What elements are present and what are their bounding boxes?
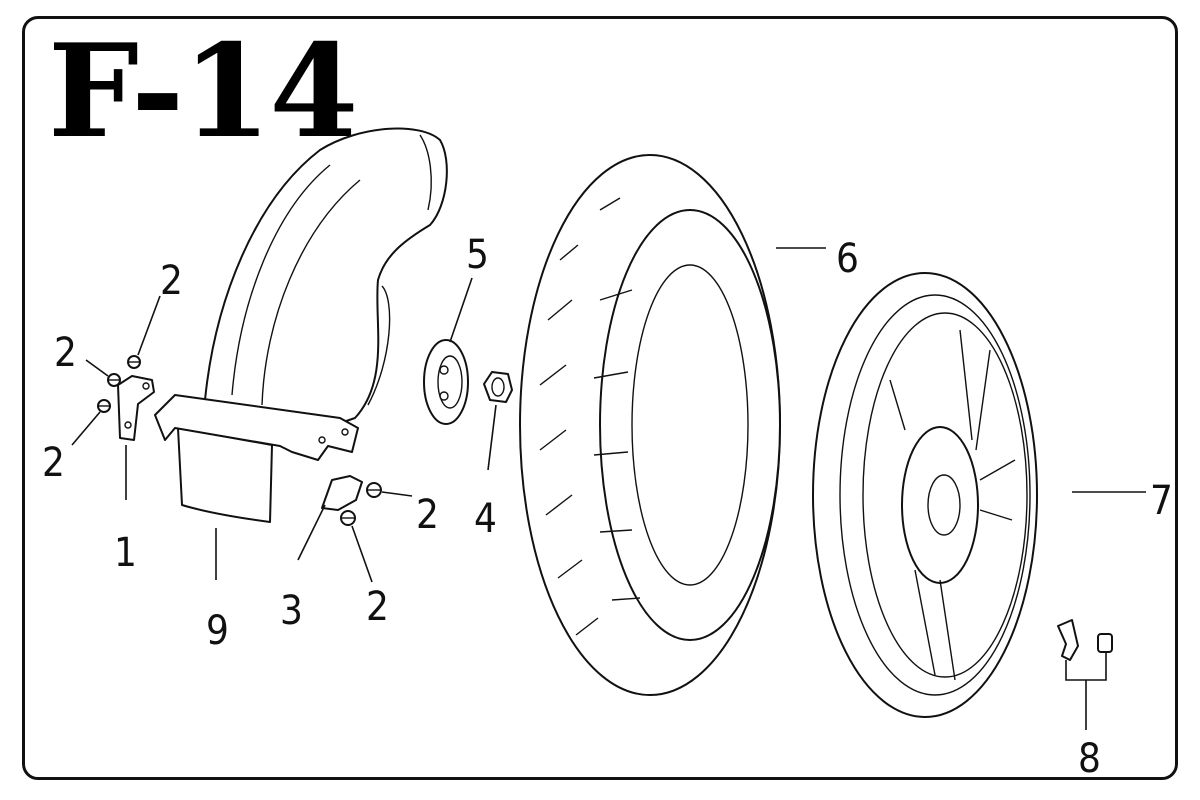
dust-seal <box>423 339 469 425</box>
rear-rim <box>812 272 1038 718</box>
callout-4: 4 <box>474 496 497 542</box>
callout-3: 3 <box>280 588 303 634</box>
callout-2: 2 <box>42 440 65 486</box>
axle-nut <box>483 371 513 403</box>
callout-2: 2 <box>54 330 77 376</box>
fender-plate <box>321 475 363 511</box>
bolt <box>127 355 141 369</box>
bracket-left <box>117 375 155 441</box>
rear-tire <box>519 154 781 696</box>
bolt <box>107 373 121 387</box>
mudflap <box>177 427 273 523</box>
bolt <box>97 399 111 413</box>
bolt <box>366 482 382 498</box>
callout-5: 5 <box>466 232 489 278</box>
callout-8: 8 <box>1078 736 1101 782</box>
page-title: F-14 <box>48 17 358 167</box>
mudflap-bracket <box>154 394 359 461</box>
callout-2: 2 <box>160 258 183 304</box>
bolt <box>340 510 356 526</box>
leader-lines <box>71 247 1146 730</box>
callout-1: 1 <box>114 530 137 576</box>
callout-9: 9 <box>206 608 229 654</box>
callout-2: 2 <box>416 492 439 538</box>
callout-7: 7 <box>1150 478 1173 524</box>
tire-valve <box>1057 619 1113 661</box>
rear-fender <box>199 127 448 431</box>
callout-6: 6 <box>836 236 859 282</box>
callout-2: 2 <box>366 584 389 630</box>
